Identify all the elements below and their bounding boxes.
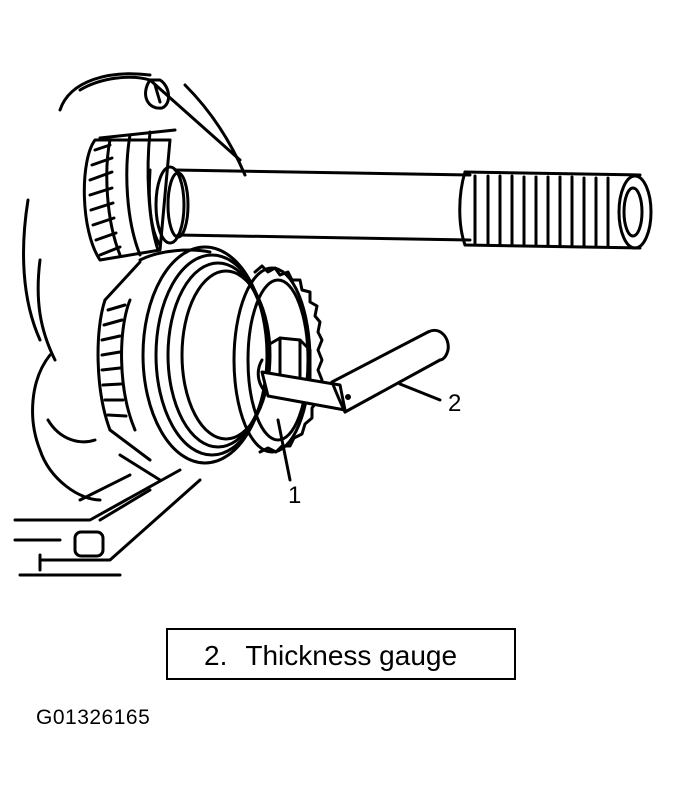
clutch-gear [232,264,324,454]
output-shaft [154,165,653,250]
legend-box: 2. Thickness gauge [166,628,516,680]
retaining-clip [144,78,170,110]
gear-assembly-illustration [13,72,653,577]
callout-label-1: 1 [288,482,302,509]
legend-entry: 2. Thickness gauge [204,640,457,672]
legend-number: 2. [204,640,228,671]
callout-2-leader [398,382,442,402]
callout-label-2: 2 [448,390,462,417]
housing-outline [13,72,247,577]
synchronizer-assembly [96,245,272,465]
figure-id: G01326165 [36,706,151,729]
thickness-gauge [260,329,450,414]
legend-label: Thickness gauge [245,640,458,671]
upper-helical-gear [82,128,177,262]
callout-1-leader [276,418,292,482]
